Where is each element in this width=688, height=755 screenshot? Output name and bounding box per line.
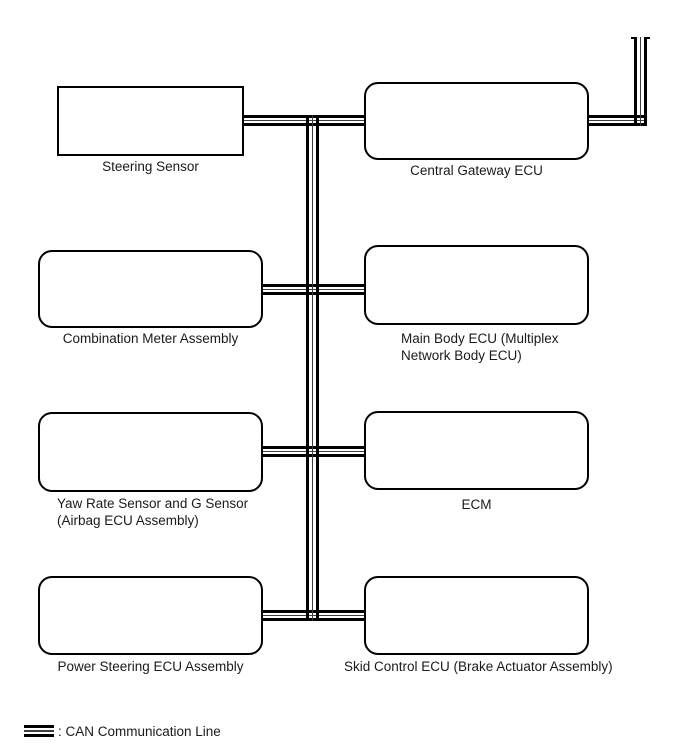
label-skid-control-ecu: Skid Control ECU (Brake Actuator Assembl… — [344, 659, 613, 676]
label-text: Combination Meter Assembly — [62, 331, 239, 346]
can-line-symbol — [24, 725, 54, 737]
node-yaw-rate-sensor — [38, 412, 263, 492]
label-text: Power Steering ECU Assembly — [57, 659, 244, 674]
label-text-line1: Main Body ECU (Multiplex — [401, 331, 559, 346]
node-steering-sensor — [57, 86, 244, 156]
node-power-steering-ecu — [38, 576, 263, 655]
line-end-cap-left — [631, 37, 635, 39]
node-skid-control-ecu — [364, 576, 589, 655]
label-ecm: ECM — [364, 497, 589, 514]
label-text-line2: Network Body ECU) — [401, 347, 522, 363]
can-offpage-line — [634, 37, 647, 126]
label-steering-sensor: Steering Sensor — [57, 159, 244, 176]
node-central-gateway-ecu — [364, 82, 589, 160]
label-combination-meter-assembly: Combination Meter Assembly — [38, 331, 263, 348]
can-trunk-line — [306, 115, 319, 621]
node-main-body-ecu — [364, 245, 589, 325]
label-power-steering-ecu: Power Steering ECU Assembly — [38, 659, 263, 676]
label-text-line2: (Airbag ECU Assembly) — [57, 512, 199, 528]
label-yaw-rate-sensor: Yaw Rate Sensor and G Sensor (Airbag ECU… — [57, 496, 248, 529]
label-central-gateway-ecu: Central Gateway ECU — [364, 163, 589, 180]
node-combination-meter-assembly — [38, 250, 263, 328]
can-branch-line-1 — [240, 115, 368, 126]
can-gateway-right-line — [586, 115, 647, 126]
label-text: Central Gateway ECU — [410, 163, 543, 178]
label-main-body-ecu: Main Body ECU (Multiplex Network Body EC… — [401, 331, 559, 364]
label-text: Skid Control ECU (Brake Actuator Assembl… — [344, 659, 613, 674]
line-end-cap-right — [646, 37, 650, 39]
label-text: Steering Sensor — [102, 159, 199, 174]
label-text-line1: Yaw Rate Sensor and G Sensor — [57, 496, 249, 511]
label-text: ECM — [461, 497, 492, 512]
node-ecm — [364, 411, 589, 490]
legend-label: : CAN Communication Line — [58, 724, 221, 739]
